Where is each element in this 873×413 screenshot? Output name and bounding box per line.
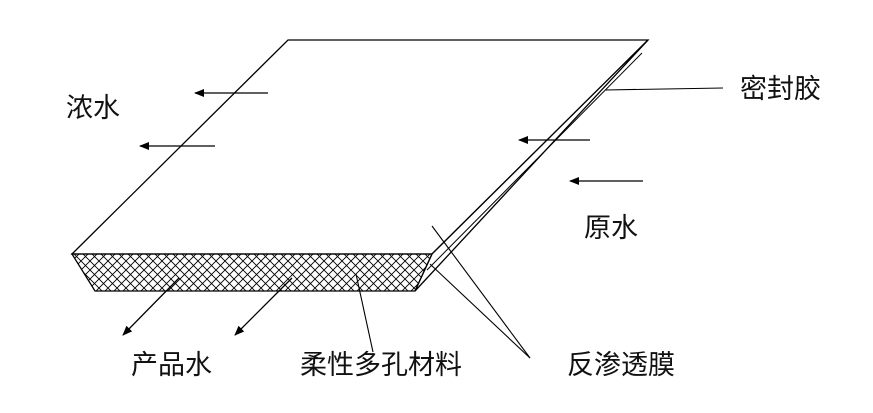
feed-label: 原水 bbox=[584, 213, 638, 244]
sealed-edge-inner-line bbox=[426, 52, 643, 271]
product-arrow-2 bbox=[234, 277, 293, 336]
sealant-label: 密封胶 bbox=[740, 74, 821, 105]
membrane-leader-1 bbox=[431, 225, 531, 359]
membrane-top-face bbox=[70, 39, 650, 255]
concentrate-label: 浓水 bbox=[66, 93, 120, 124]
porous-material-label: 柔性多孔材料 bbox=[300, 350, 462, 381]
sealant-leader bbox=[604, 87, 724, 91]
product-arrow-1 bbox=[122, 277, 180, 336]
membrane-leader-2 bbox=[429, 263, 531, 359]
product-label: 产品水 bbox=[131, 350, 212, 381]
membrane-label: 反渗透膜 bbox=[567, 350, 675, 381]
porous-layer bbox=[70, 253, 434, 292]
porous-leader bbox=[355, 273, 374, 353]
